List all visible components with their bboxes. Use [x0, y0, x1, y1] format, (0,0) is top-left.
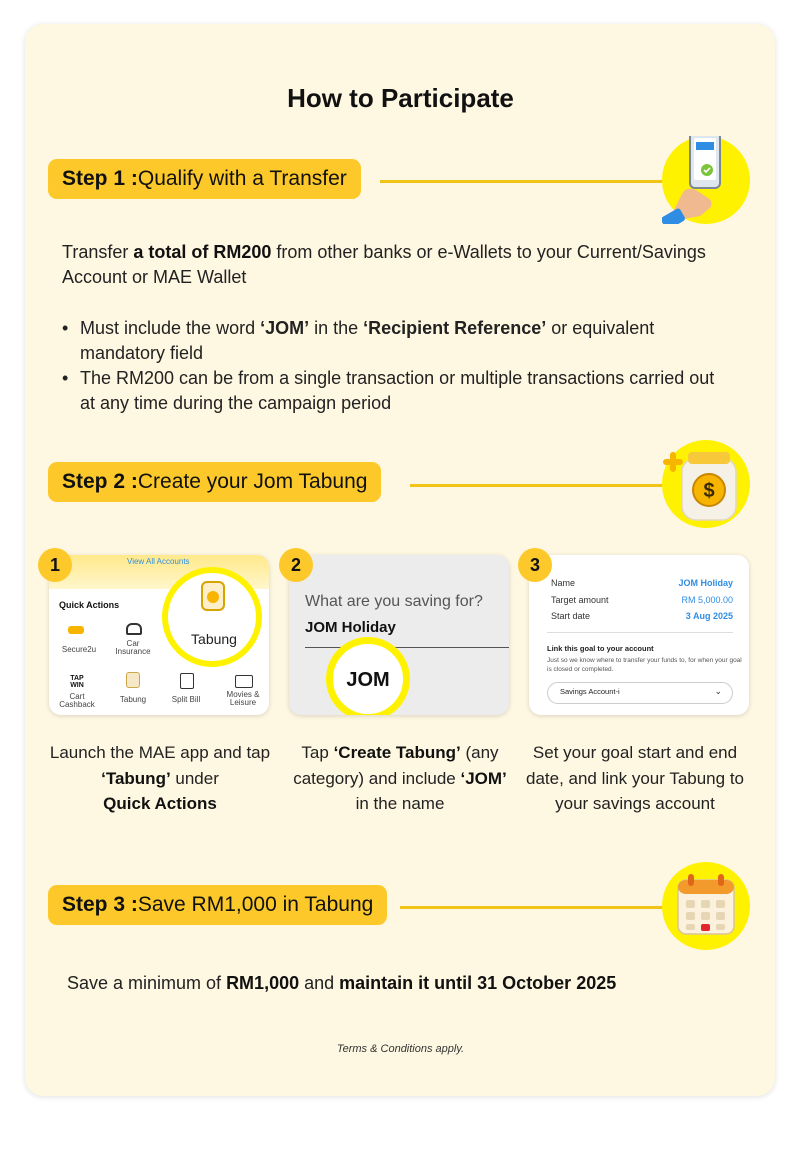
caption-text: in the name	[355, 794, 445, 813]
step3-prefix: Step 3 :	[62, 893, 138, 916]
step1-prefix: Step 1 :	[62, 167, 138, 190]
step1-label: Qualify with a Transfer	[137, 167, 347, 190]
step3-text: and	[299, 973, 340, 993]
substep-number-2: 2	[279, 548, 313, 582]
saving-question: What are you saving for?	[305, 593, 483, 610]
bullet-text: Must include the word	[80, 318, 261, 338]
saving-name-input[interactable]: JOM Holiday	[305, 619, 396, 636]
split-bill-icon[interactable]	[180, 673, 194, 689]
step2-prefix: Step 2 :	[62, 470, 138, 493]
step2-connector-line	[410, 484, 670, 487]
substep-number-1: 1	[38, 548, 72, 582]
jom-callout-label: JOM	[346, 669, 390, 691]
jar-icon	[201, 581, 225, 611]
account-select-value: Savings Account-i	[560, 687, 620, 696]
caption-text: under	[170, 768, 219, 788]
bullet-reference: ‘Recipient Reference’	[363, 318, 547, 338]
qa-label-cart-cashback: Cart Cashback	[59, 692, 95, 709]
secure2u-icon[interactable]	[68, 626, 84, 634]
substep1-caption: Launch the MAE app and tap ‘Tabung’ unde…	[45, 740, 275, 817]
step1-connector-line	[380, 180, 670, 183]
qa-label-split-bill: Split Bill	[171, 695, 201, 704]
terms-note: Terms & Conditions apply.	[336, 1043, 465, 1055]
caption-quick-actions: Quick Actions	[103, 794, 217, 813]
calendar-icon	[662, 862, 750, 950]
qa-label-movies-leisure: Movies & Leisure	[226, 690, 260, 707]
car-icon[interactable]	[126, 623, 142, 635]
account-select[interactable]: Savings Account-i ⌄	[547, 682, 733, 704]
step3-pill: Step 3 : Save RM1,000 in Tabung	[48, 885, 388, 925]
view-all-accounts-link[interactable]: View All Accounts	[127, 557, 190, 566]
target-amount-label: Target amount	[551, 595, 609, 605]
step2-label: Create your Jom Tabung	[137, 470, 368, 493]
chevron-down-icon[interactable]: ⌄	[714, 686, 722, 696]
caption-jom: ‘JOM’	[460, 768, 507, 788]
start-date-value: 3 Aug 2025	[685, 611, 733, 621]
step3-deadline: maintain it until 31 October 2025	[339, 973, 617, 993]
caption-tabung: ‘Tabung’	[101, 768, 171, 788]
tap-win-icon[interactable]: TAP WIN	[70, 675, 84, 689]
page-title: How to Participate	[287, 83, 514, 113]
qa-label-tabung: Tabung	[119, 695, 147, 704]
caption-text: Tap	[301, 743, 334, 762]
step1-text-total: a total of RM200	[133, 242, 272, 262]
step3-amount: RM1,000	[226, 973, 300, 993]
bullet-item: Must include the word ‘JOM’ in the ‘Reci…	[62, 316, 732, 366]
money-jar-icon: $	[662, 440, 750, 528]
start-date-label: Start date	[551, 611, 591, 621]
link-goal-title: Link this goal to your account	[547, 644, 654, 653]
substep3-caption: Set your goal start and end date, and li…	[525, 743, 744, 813]
bullet-text: or equivalent mandatory field	[80, 318, 655, 363]
app-screenshot-saving-name: What are you saving for? JOM Holiday JOM	[289, 555, 509, 715]
caption-text: Launch the MAE app and tap	[49, 743, 271, 762]
goal-name-label: Name	[551, 578, 576, 588]
step1-text-c: from other banks or e-Wallets to your Cu…	[62, 242, 706, 287]
step3-label: Save RM1,000 in Tabung	[137, 893, 374, 916]
link-goal-description: Just so we know where to transfer your f…	[547, 657, 742, 673]
target-amount-value: RM 5,000.00	[681, 595, 733, 605]
step1-description: Transfer a total of RM200 from other ban…	[62, 240, 722, 290]
phone-transfer-icon	[661, 131, 750, 230]
caption-text: (any category) and include	[293, 743, 499, 788]
goal-name-value: JOM Holiday	[678, 578, 733, 588]
qa-label-secure2u: Secure2u	[61, 645, 97, 654]
caption-create-tabung: ‘Create Tabung’	[333, 743, 461, 762]
app-screenshot-goal-details: Name JOM Holiday Target amount RM 5,000.…	[529, 555, 749, 715]
qa-label-car-insurance: Car Insurance	[115, 639, 151, 656]
divider	[547, 632, 733, 633]
jom-callout	[326, 637, 410, 715]
step1-pill: Step 1 : Qualify with a Transfer	[48, 159, 361, 199]
step1-text-a: Transfer	[62, 242, 134, 262]
app-screenshot-quick-actions: View All Accounts Quick Actions Secure2u…	[49, 555, 269, 715]
step2-pill: Step 2 : Create your Jom Tabung	[48, 462, 382, 502]
bullet-text: The RM200 can be from a single transacti…	[80, 368, 715, 413]
step3-text: Save a minimum of	[67, 973, 227, 993]
quick-actions-heading: Quick Actions	[59, 600, 120, 610]
substep-number-3: 3	[518, 548, 552, 582]
bullet-jom: ‘JOM’	[260, 318, 310, 338]
step3-description: Save a minimum of RM1,000 and maintain i…	[67, 971, 747, 996]
svg-text:$: $	[703, 480, 714, 502]
substep2-caption: Tap ‘Create Tabung’ (any category) and i…	[285, 740, 515, 817]
step3-connector-line	[400, 906, 670, 909]
bullet-text: in the	[309, 318, 364, 338]
tabung-callout-label: Tabung	[191, 631, 237, 647]
step1-bullets: Must include the word ‘JOM’ in the ‘Reci…	[62, 316, 732, 416]
input-underline	[305, 647, 509, 648]
bullet-item: The RM200 can be from a single transacti…	[62, 366, 732, 416]
tabung-icon[interactable]	[126, 672, 140, 688]
movies-icon[interactable]	[235, 675, 253, 688]
